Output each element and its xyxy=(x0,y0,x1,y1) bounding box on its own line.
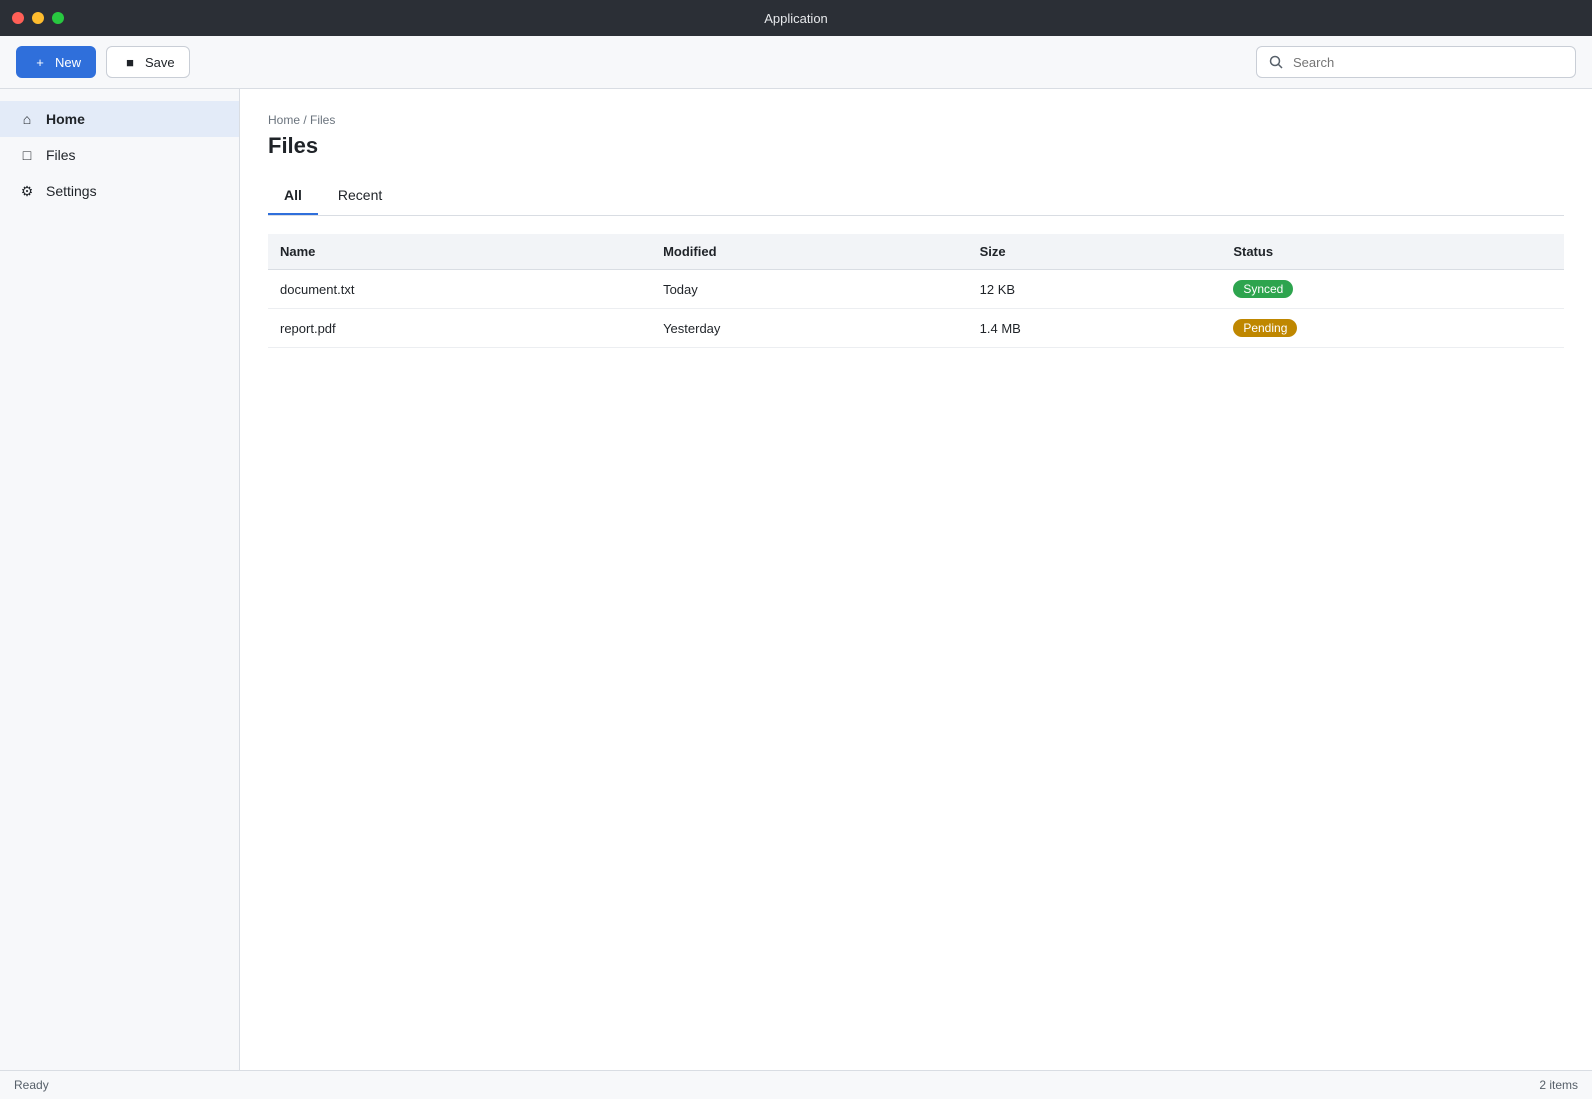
sidebar-item-home[interactable]: ⌂ Home xyxy=(0,101,239,137)
title-bar: Application xyxy=(0,0,1592,36)
save-icon: ■ xyxy=(126,54,134,70)
table-cell-size: 12 KB xyxy=(967,269,1222,309)
column-header[interactable]: Modified xyxy=(651,234,968,270)
breadcrumb: Home / Files xyxy=(268,113,336,127)
sidebar-item-files[interactable]: □ Files xyxy=(0,137,239,173)
column-header[interactable]: Size xyxy=(967,234,1222,270)
plus-icon: + xyxy=(36,54,44,70)
table-header-row: Name Modified Size Status xyxy=(268,234,1564,270)
table-cell-modified: Yesterday xyxy=(651,308,968,348)
home-icon: ⌂ xyxy=(22,111,32,127)
sidebar-item-label: Home xyxy=(46,111,85,127)
tab-recent[interactable]: Recent xyxy=(337,187,383,203)
table-cell-modified: Today xyxy=(651,269,968,309)
table-cell-name: document.txt xyxy=(268,269,652,309)
table-cell-status: Synced xyxy=(1221,269,1564,309)
search-icon xyxy=(1267,53,1285,71)
main-panel: Home / Files Files All Recent Name Modif… xyxy=(240,89,1592,1070)
column-header[interactable]: Status xyxy=(1221,234,1564,270)
close-window-button[interactable] xyxy=(12,12,24,24)
folder-icon: □ xyxy=(22,147,32,163)
search-box xyxy=(1256,46,1576,78)
table-row[interactable]: report.pdf Yesterday 1.4 MB Pending xyxy=(268,308,1564,348)
item-count: 2 items xyxy=(1539,1078,1578,1092)
file-table: Name Modified Size Status document.txt T… xyxy=(268,234,1564,348)
search-input[interactable] xyxy=(1291,53,1565,71)
save-button[interactable]: ■ Save xyxy=(106,46,190,78)
tab-bar: All Recent xyxy=(268,177,1564,216)
gear-icon: ⚙ xyxy=(20,182,34,199)
sidebar: ⌂ Home □ Files ⚙ Settings xyxy=(0,89,240,1070)
toolbar: + New ■ Save xyxy=(0,36,1592,89)
column-header[interactable]: Name xyxy=(268,234,652,270)
content-area: ⌂ Home □ Files ⚙ Settings Home / Files F… xyxy=(0,89,1592,1070)
page-title: Files xyxy=(268,133,319,158)
new-button[interactable]: + New xyxy=(16,46,97,78)
maximize-window-button[interactable] xyxy=(52,12,64,24)
window-title: Application xyxy=(764,10,828,26)
sidebar-item-label: Settings xyxy=(46,183,97,199)
status-bar: Ready 2 items xyxy=(0,1070,1592,1099)
table-row[interactable]: document.txt Today 12 KB Synced xyxy=(268,269,1564,309)
status-badge: Pending xyxy=(1233,319,1298,337)
new-button-label: New xyxy=(55,54,82,70)
sidebar-item-label: Files xyxy=(46,147,76,163)
table-cell-size: 1.4 MB xyxy=(967,308,1222,348)
tab-all[interactable]: All xyxy=(268,177,318,215)
table-cell-name: report.pdf xyxy=(268,308,652,348)
minimize-window-button[interactable] xyxy=(32,12,44,24)
window-controls xyxy=(12,12,64,24)
table-cell-status: Pending xyxy=(1221,308,1564,348)
sidebar-item-settings[interactable]: ⚙ Settings xyxy=(0,173,239,209)
save-button-label: Save xyxy=(145,54,175,70)
status-text: Ready xyxy=(14,1078,49,1092)
status-badge: Synced xyxy=(1233,280,1294,298)
